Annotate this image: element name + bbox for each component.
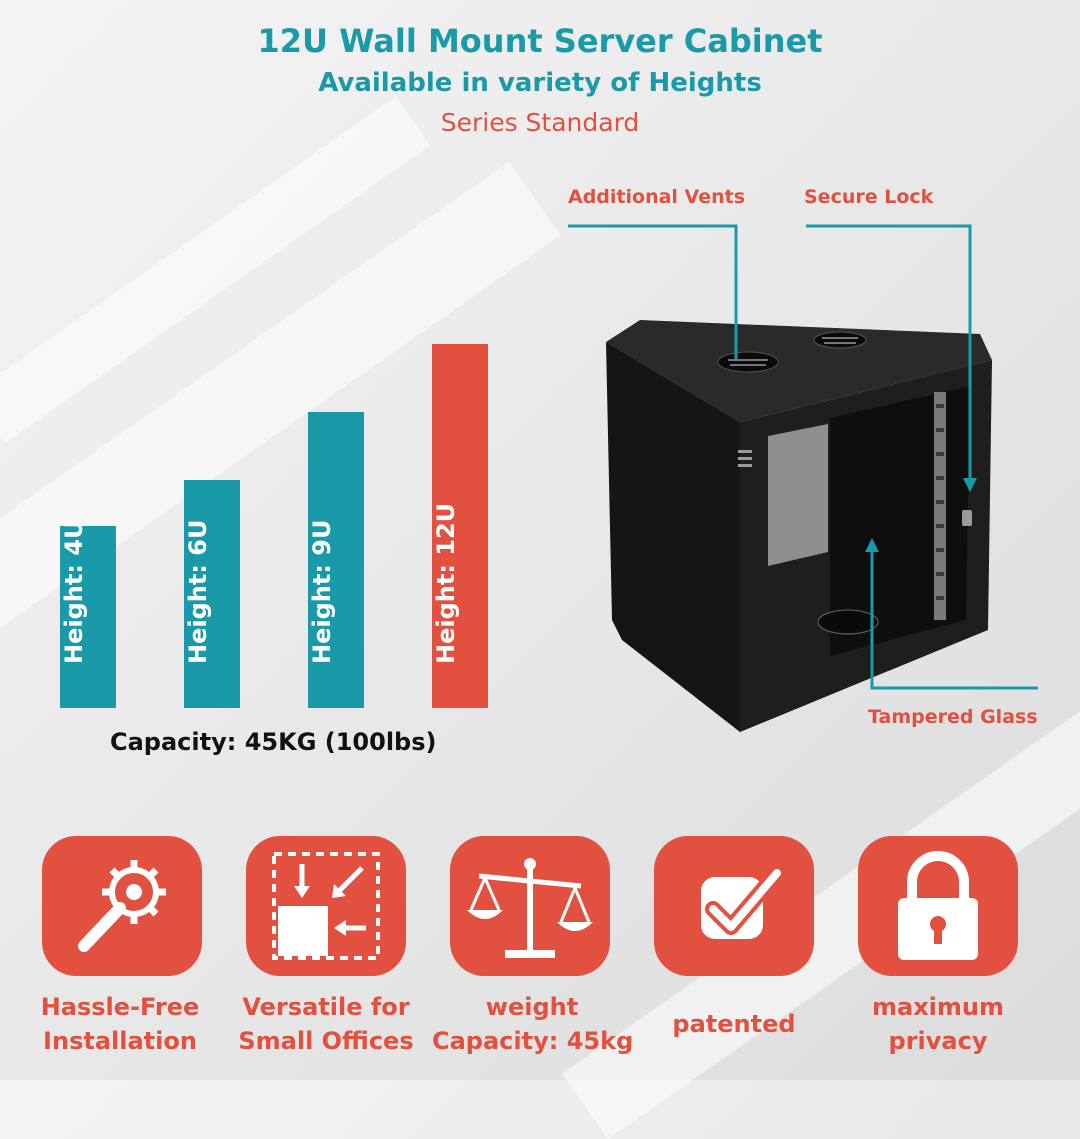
feature-tile-privacy: [858, 836, 1018, 976]
series-label: Series Standard: [440, 108, 640, 137]
feature-tile-patented: [654, 836, 814, 976]
height-bar-6u: Height: 6U: [184, 480, 240, 708]
height-bar-4u: Height: 4U: [60, 520, 116, 708]
callout-additional-vents: Additional Vents: [568, 186, 746, 208]
capacity-label: Capacity: 45KG (100lbs): [110, 728, 437, 756]
resize-arrows-icon: [272, 852, 380, 960]
feature-caption-weight: weight Capacity: 45kg: [432, 993, 634, 1055]
feature-tile-weight: [450, 836, 610, 976]
padlock-icon: [898, 851, 978, 960]
callout-secure-lock: Secure Lock: [804, 186, 934, 208]
height-bar-9u: Height: 9U: [308, 412, 364, 708]
feature-caption-versatile: Versatile for Small Offices: [238, 993, 414, 1055]
checkmark-icon: [701, 865, 785, 939]
feature-tile-versatile: [246, 836, 406, 976]
feature-caption-installation: Hassle-Free Installation: [40, 993, 200, 1055]
feature-caption-privacy: maximum privacy: [871, 993, 1004, 1055]
height-bar-12u: Height: 12U: [432, 344, 488, 708]
feature-tile-installation: [42, 836, 202, 976]
feature-caption-patented: patented: [672, 1010, 796, 1038]
callout-tampered-glass: Tampered Glass: [868, 706, 1038, 728]
balance-scale-icon: [467, 858, 593, 958]
page-title: 12U Wall Mount Server Cabinet: [257, 22, 823, 60]
callout-lines: [568, 224, 1038, 690]
server-cabinet-image: [606, 320, 992, 732]
page-subtitle: Available in variety of Heights: [318, 68, 762, 98]
wrench-gear-icon: [78, 860, 166, 952]
